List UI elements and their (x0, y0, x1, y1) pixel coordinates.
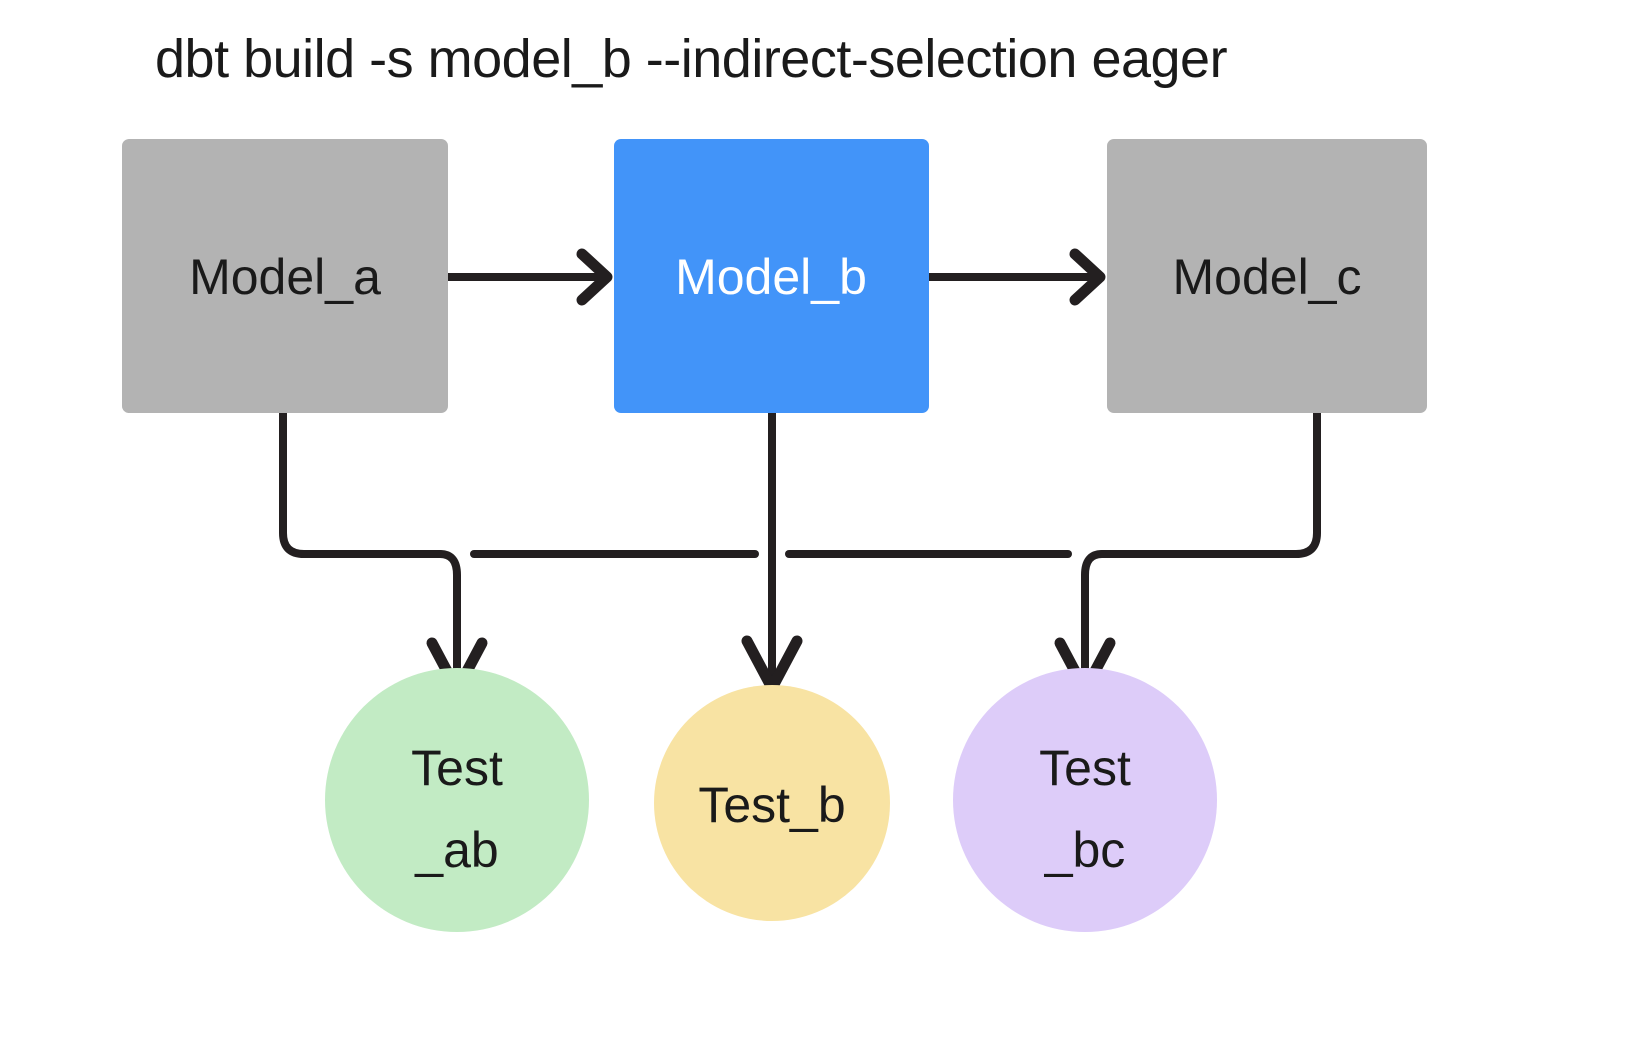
test-node-test-b[interactable]: Test_b (654, 685, 890, 921)
model-a-label: Model_a (189, 249, 381, 305)
test-b-label: Test_b (698, 777, 845, 833)
model-node-model-c[interactable]: Model_c (1107, 139, 1427, 413)
diagram-title: dbt build -s model_b --indirect-selectio… (155, 29, 1228, 89)
test-ab-label-line1: Test (411, 740, 503, 796)
model-node-model-b[interactable]: Model_b (614, 139, 929, 413)
test-ab-label-line2: _ab (414, 822, 498, 878)
model-c-label: Model_c (1173, 249, 1362, 305)
model-b-label: Model_b (675, 249, 867, 305)
model-node-model-a[interactable]: Model_a (122, 139, 448, 413)
test-node-test-bc[interactable]: Test _bc (953, 668, 1217, 932)
test-bc-label-line1: Test (1039, 740, 1131, 796)
test-b-circle[interactable] (654, 685, 890, 921)
test-node-test-ab[interactable]: Test _ab (325, 668, 589, 932)
edge-model-b-to-model-c (925, 248, 1106, 306)
test-ab-circle[interactable] (325, 668, 589, 932)
edge-model-a-to-test-ab (279, 409, 444, 558)
edge-model-a-to-model-b (444, 248, 613, 306)
model-a-rect[interactable] (122, 139, 448, 413)
model-b-rect[interactable] (614, 139, 929, 413)
model-c-rect[interactable] (1107, 139, 1427, 413)
test-bc-circle[interactable] (953, 668, 1217, 932)
edge-model-c-to-test-bc (1098, 409, 1321, 558)
test-bc-label-line2: _bc (1044, 822, 1126, 878)
